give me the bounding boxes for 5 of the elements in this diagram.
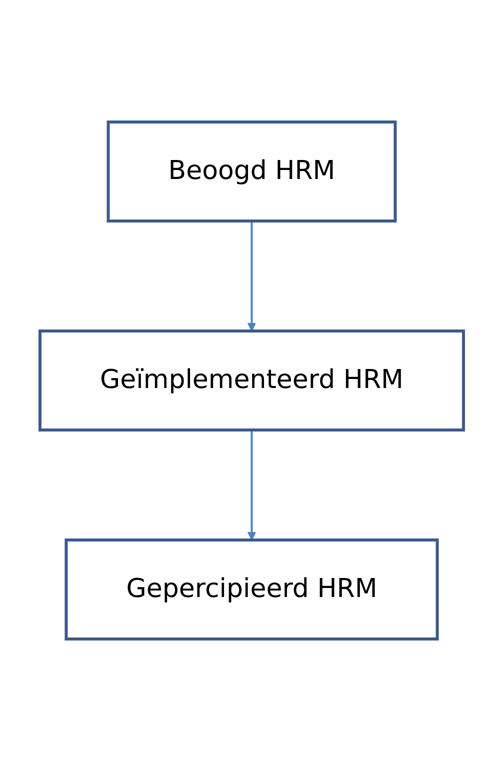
node-box: Geïmplementeerd HRM — [38, 330, 466, 432]
node-box: Beoogd HRM — [107, 120, 397, 222]
node-box: Gepercipieerd HRM — [64, 538, 440, 640]
arrow — [248, 430, 256, 540]
arrow — [248, 221, 256, 332]
